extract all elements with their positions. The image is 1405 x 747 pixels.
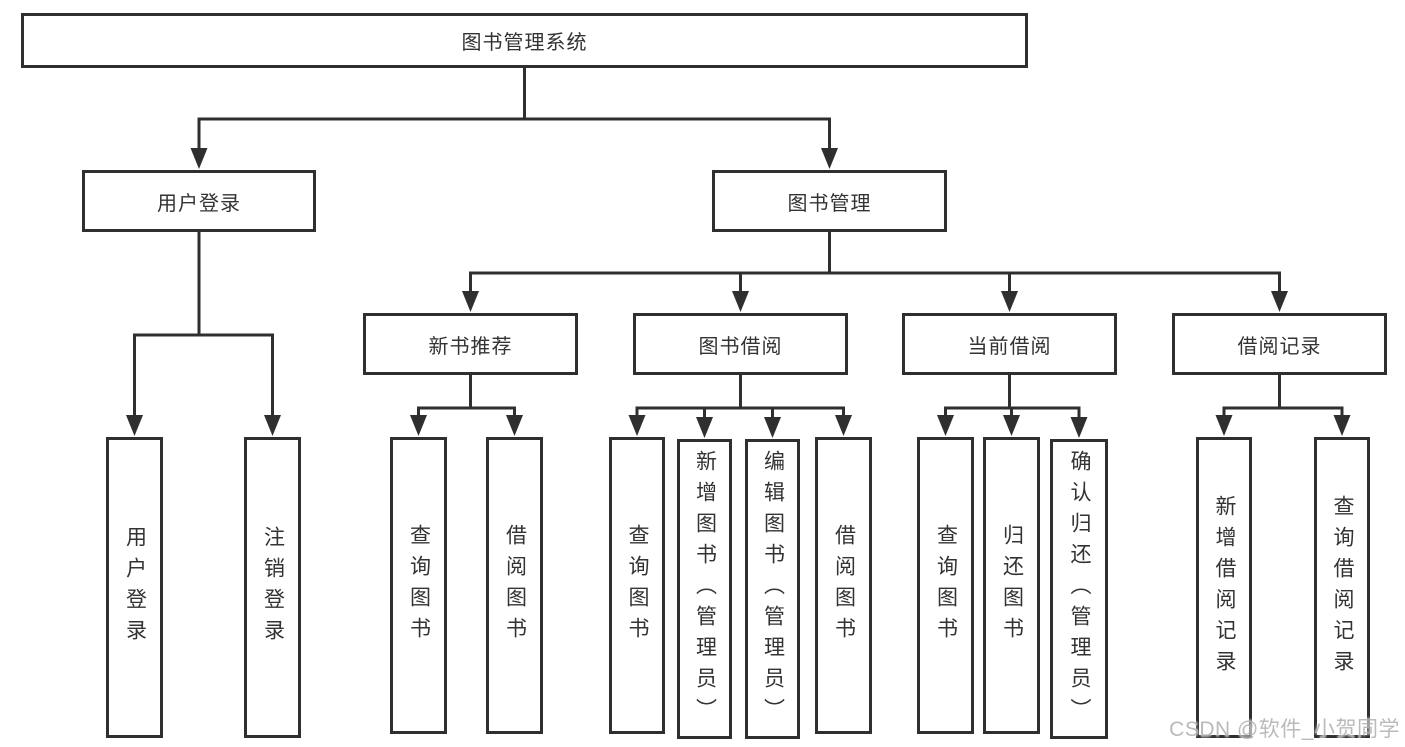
node-cur-confirm-return: 确认归还（管理员）	[1050, 439, 1108, 739]
node-borrow-edit-books: 编辑图书（管理员）	[745, 439, 800, 739]
node-label: 查询图书	[934, 523, 958, 648]
node-logout-user: 注销登录	[244, 437, 301, 738]
edge-arrowhead-rec-borrow-books	[506, 415, 523, 436]
node-label: 查询图书	[407, 523, 431, 648]
edge-arrowhead-cur-query-books	[937, 415, 954, 436]
edge-arrowhead-user-login	[190, 148, 208, 169]
edge-arrowhead-rec-query-books	[410, 415, 427, 436]
node-cur-query-books: 查询图书	[917, 437, 974, 734]
node-borrow-records: 借阅记录	[1172, 313, 1387, 375]
node-label: 新增图书（管理员）	[693, 449, 717, 729]
node-label: 查询借阅记录	[1331, 494, 1354, 681]
node-label: 当前借阅	[967, 335, 1052, 358]
node-book-borrow: 图书借阅	[633, 313, 848, 375]
node-label: 图书管理系统	[461, 32, 588, 54]
node-new-book-rec: 新书推荐	[363, 313, 578, 375]
node-login-user: 用户登录	[106, 437, 163, 738]
node-label: 借阅图书	[503, 523, 527, 648]
edge-arrowhead-current-borrow	[1001, 291, 1018, 312]
edge-arrowhead-borrow-edit-books	[764, 417, 781, 438]
node-label: 图书管理	[787, 192, 872, 215]
node-label: 借阅图书	[832, 523, 856, 648]
node-rec-borrow-books: 借阅图书	[486, 437, 543, 734]
node-borrow-borrow-books: 借阅图书	[815, 437, 872, 734]
node-borrow-query-books: 查询图书	[609, 437, 665, 734]
edge-arrowhead-rec-query-record	[1333, 415, 1351, 436]
edge-arrowhead-borrow-borrow-books	[835, 415, 852, 436]
edge-arrowhead-book-borrow	[732, 291, 749, 312]
node-label: 用户登录	[123, 525, 147, 650]
edge-arrowhead-logout-user	[264, 415, 281, 436]
node-label: 查询图书	[626, 523, 649, 648]
edge-arrowhead-rec-add-record	[1215, 415, 1233, 436]
node-label: 归还图书	[1000, 523, 1024, 648]
node-label: 新增借阅记录	[1213, 494, 1236, 681]
node-rec-query-books: 查询图书	[390, 437, 447, 734]
edge-arrowhead-book-mgmt	[821, 148, 838, 169]
edge-arrowhead-borrow-add-books	[696, 417, 713, 438]
watermark: CSDN @软件_小贺同学	[1169, 718, 1400, 741]
edge-arrowhead-new-book-rec	[462, 291, 479, 312]
node-book-mgmt: 图书管理	[712, 170, 947, 232]
node-label: 图书借阅	[698, 335, 783, 358]
edge-arrowhead-cur-return-books	[1003, 415, 1020, 436]
node-label: 借阅记录	[1237, 335, 1322, 358]
edge-arrowhead-login-user	[126, 415, 143, 436]
node-rec-add-record: 新增借阅记录	[1196, 437, 1252, 738]
node-rec-query-record: 查询借阅记录	[1314, 437, 1370, 738]
node-label: 确认归还（管理员）	[1068, 449, 1091, 729]
node-label: 用户登录	[157, 192, 241, 215]
node-borrow-add-books: 新增图书（管理员）	[677, 439, 732, 739]
edge-arrowhead-borrow-query-books	[628, 415, 646, 436]
node-root: 图书管理系统	[21, 13, 1028, 68]
node-label: 注销登录	[261, 525, 285, 650]
edge-arrowhead-cur-confirm-return	[1070, 417, 1088, 438]
node-current-borrow: 当前借阅	[902, 313, 1117, 375]
edge-arrowhead-borrow-records	[1271, 291, 1288, 312]
node-label: 新书推荐	[428, 335, 513, 358]
node-user-login: 用户登录	[82, 170, 316, 232]
node-cur-return-books: 归还图书	[983, 437, 1040, 734]
node-label: 编辑图书（管理员）	[761, 449, 785, 729]
